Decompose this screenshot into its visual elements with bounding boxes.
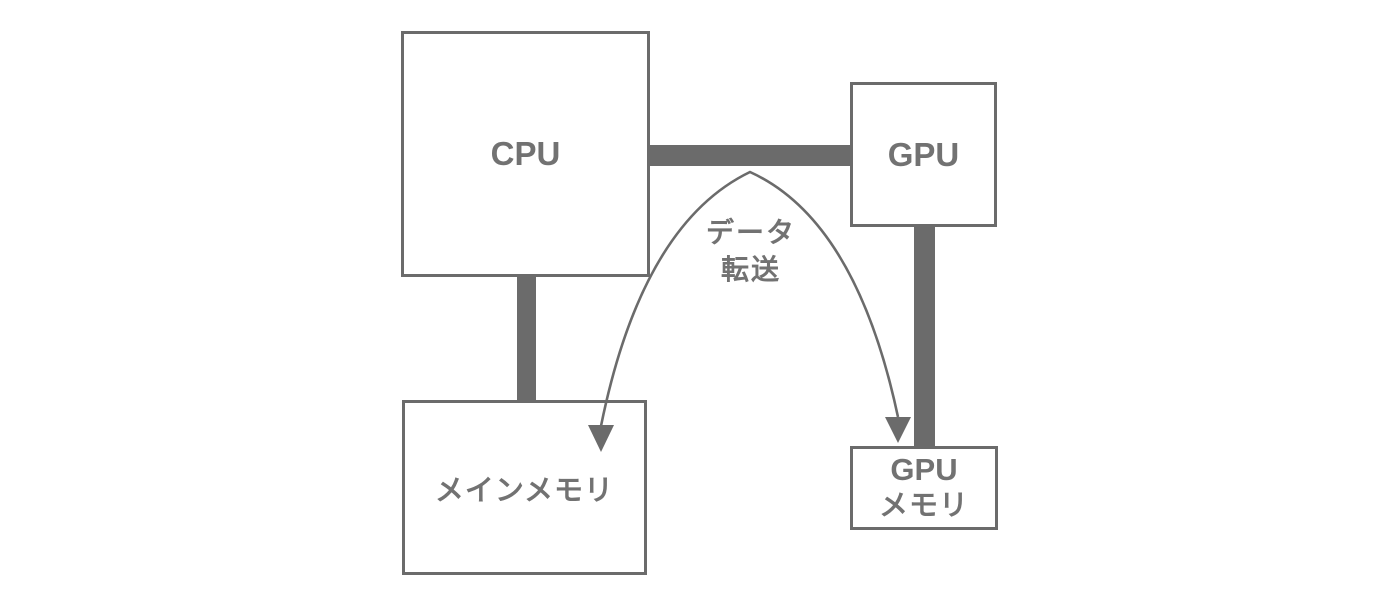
- arrowhead-down-icon: [885, 417, 911, 443]
- data-transfer-label-line2: 転送: [720, 254, 781, 285]
- data-transfer-label-line1: データ: [705, 217, 796, 248]
- bus-cpu-gpu: [650, 145, 850, 166]
- data-transfer-label: データ 転送: [671, 214, 831, 288]
- node-gpu-memory-label-line1: GPU: [890, 452, 958, 487]
- node-cpu: CPU: [401, 31, 650, 277]
- bus-gpu-gpu-memory: [914, 227, 935, 446]
- node-main-memory: メインメモリ: [402, 400, 647, 575]
- node-gpu-memory: GPU メモリ: [850, 446, 998, 530]
- node-gpu-label: GPU: [887, 135, 960, 173]
- node-gpu-memory-label-line2: メモリ: [878, 490, 969, 522]
- node-cpu-label: CPU: [490, 135, 561, 172]
- node-main-memory-label: メインメモリ: [434, 474, 615, 507]
- node-gpu: GPU: [850, 82, 997, 227]
- bus-cpu-main-memory: [517, 277, 536, 400]
